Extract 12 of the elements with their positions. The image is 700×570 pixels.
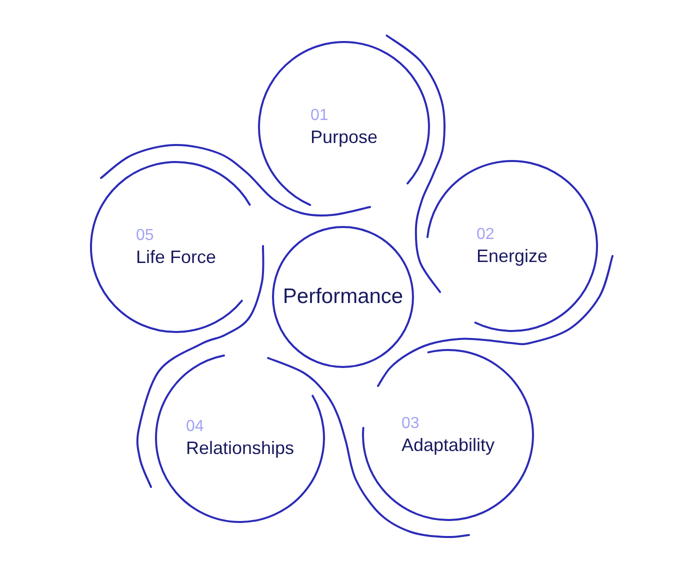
step-number: 04 xyxy=(186,416,205,436)
step-label: Life Force xyxy=(136,246,216,268)
step-number: 02 xyxy=(476,224,496,244)
step-label: Adaptability xyxy=(401,434,495,456)
step-number: 05 xyxy=(136,226,155,246)
center-label: Performance xyxy=(282,284,404,310)
step-number: 03 xyxy=(401,414,420,434)
step-label: Relationships xyxy=(186,436,294,460)
step-number: 01 xyxy=(310,106,330,126)
step-label: Energize xyxy=(476,244,548,268)
circle-node xyxy=(271,225,415,369)
step-label: Purpose xyxy=(310,126,378,148)
